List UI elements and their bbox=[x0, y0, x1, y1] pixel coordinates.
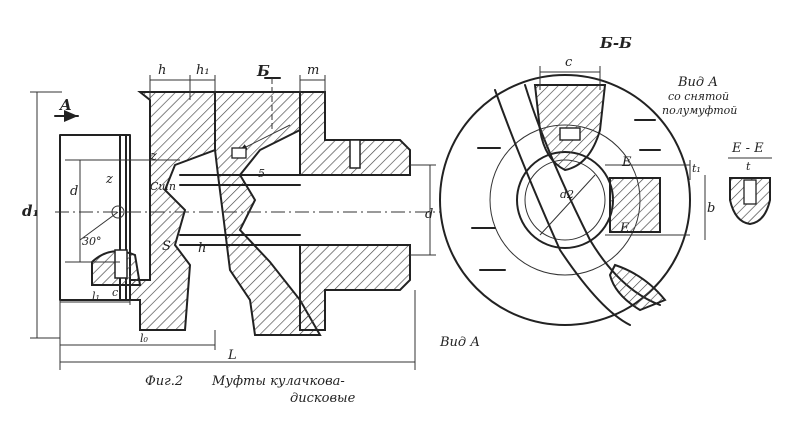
label-h-low: h bbox=[198, 241, 206, 256]
label-z2: z bbox=[105, 172, 113, 187]
label-d-bore: d bbox=[425, 207, 433, 222]
label-section-bb: Б-Б bbox=[599, 34, 632, 52]
label-m: m bbox=[307, 63, 319, 78]
section-ee: E - E t bbox=[728, 141, 772, 226]
label-t1: t₁ bbox=[692, 162, 701, 175]
label-section-ee: E - E bbox=[731, 141, 764, 156]
label-s: S bbox=[162, 239, 171, 254]
label-l1: l₁ bbox=[92, 290, 100, 303]
label-5: 5 bbox=[258, 167, 265, 180]
caption-figure: Фиг.2 bbox=[145, 374, 183, 389]
label-section-b: Б bbox=[256, 62, 270, 80]
label-d1: d₁ bbox=[22, 202, 39, 220]
label-view-a-3: полумуфтой bbox=[662, 104, 737, 117]
label-e-top: E bbox=[621, 155, 632, 170]
label-h: h bbox=[158, 63, 166, 78]
right-hub-lower-section bbox=[299, 244, 411, 331]
label-c: c bbox=[112, 286, 118, 299]
label-width-c: c bbox=[565, 55, 573, 70]
label-angle: 30° bbox=[82, 235, 102, 248]
label-view-a-bottom: Вид А bbox=[439, 335, 480, 350]
label-L: L bbox=[227, 348, 237, 363]
label-view-a-1: Вид А bbox=[677, 75, 718, 90]
label-cuts: Cшп bbox=[150, 180, 176, 193]
label-z: z bbox=[149, 149, 157, 164]
label-b: b bbox=[707, 201, 715, 216]
label-t: t bbox=[746, 160, 751, 173]
side-view: h h₁ Б m A d₁ d d z z 30° Cшп S h l₁ l₀ … bbox=[22, 62, 440, 370]
outer-disc-circle bbox=[439, 74, 691, 326]
caption-title-2: дисковые bbox=[290, 391, 356, 406]
label-view-a-2: со снятой bbox=[668, 90, 729, 103]
key-slot-section bbox=[609, 177, 661, 233]
label-e-bottom: E bbox=[619, 221, 630, 236]
caption: Фиг.2 Муфты кулачкова- дисковые bbox=[145, 374, 356, 406]
label-l0: l₀ bbox=[140, 332, 149, 345]
bottom-cam-section bbox=[608, 263, 667, 312]
caption-title-1: Муфты кулачкова- bbox=[211, 374, 345, 389]
label-d: d bbox=[70, 184, 78, 199]
pin-circle bbox=[111, 205, 125, 219]
front-view: Б-Б c Вид А со снятой полумуфтой E E d2 … bbox=[439, 34, 737, 350]
label-view-a: A bbox=[58, 96, 72, 114]
label-h1: h₁ bbox=[196, 63, 210, 78]
left-flange-section bbox=[129, 91, 216, 331]
label-d2: d2 bbox=[560, 188, 574, 201]
